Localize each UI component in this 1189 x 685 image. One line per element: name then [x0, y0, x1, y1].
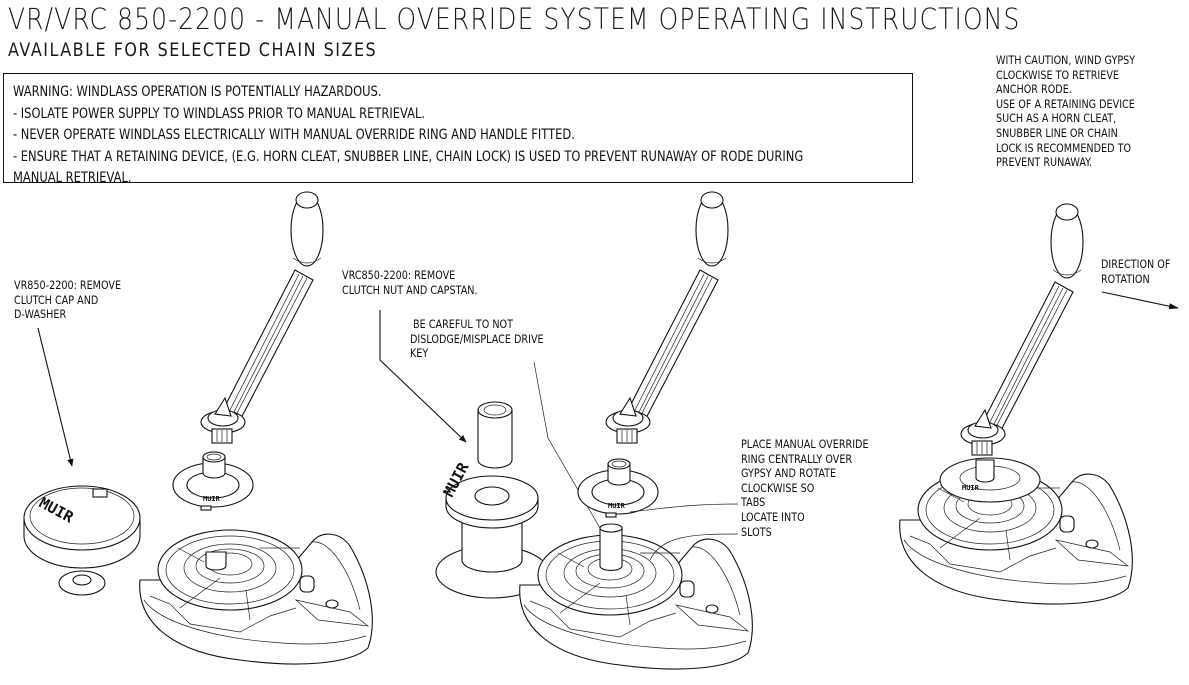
- windlass-base: [519, 534, 753, 670]
- warning-item: - ENSURE THAT A RETAINING DEVICE, (E.G. …: [13, 148, 804, 165]
- note-line: LOCATE INTO: [741, 510, 805, 524]
- windlass-base: [139, 529, 373, 665]
- note-line: CLUTCH CAP AND: [14, 293, 99, 307]
- tabs-leader: [629, 503, 739, 513]
- note-line: CLOCKWISE TO RETRIEVE: [996, 68, 1120, 82]
- note-line: SUCH AS A HORN CLEAT,: [996, 112, 1117, 126]
- note-line: PREVENT RUNAWAY.: [996, 156, 1093, 170]
- d-washer: [58, 570, 106, 596]
- step3-illustration: MUIR: [899, 203, 1179, 605]
- warning-text: WARNING: WINDLASS OPERATION IS POTENTIAL…: [13, 82, 803, 190]
- note-line: ANCHOR RODE.: [996, 83, 1072, 97]
- note-line: BE CAREFUL TO NOT: [410, 318, 514, 331]
- drive-key-leader: [533, 361, 609, 543]
- arrow-right-icon: [1101, 291, 1179, 310]
- drive-shaft: [205, 551, 227, 571]
- note-line: D-WASHER: [14, 308, 67, 322]
- page-subtitle: AVAILABLE FOR SELECTED CHAIN SIZES: [8, 39, 378, 61]
- tabs-label: TABS: [741, 496, 766, 510]
- page-title: VR/VRC 850-2200 - MANUAL OVERRIDE SYSTEM…: [8, 2, 1021, 36]
- warning-item: - NEVER OPERATE WINDLASS ELECTRICALLY WI…: [13, 127, 575, 143]
- note-line: RING CENTRALLY OVER: [741, 452, 853, 466]
- note-line: USE OF A RETAINING DEVICE: [996, 97, 1135, 111]
- note-line: VR850-2200: REMOVE: [14, 279, 122, 292]
- warning-item: - ISOLATE POWER SUPPLY TO WINDLASS PRIOR…: [13, 105, 426, 122]
- slots-leader: [649, 533, 739, 561]
- note-line: CLOCKWISE SO: [741, 481, 815, 495]
- crank-handle: [605, 191, 729, 444]
- crank-handle: [200, 191, 324, 444]
- note-line: DISLODGE/MISPLACE DRIVE: [410, 332, 544, 346]
- vr-step-note: VR850-2200: REMOVE CLUTCH CAP AND D-WASH…: [14, 279, 121, 323]
- warning-heading: WARNING: WINDLASS OPERATION IS POTENTIAL…: [13, 84, 382, 100]
- drive-key-note: BE CAREFUL TO NOT DISLODGE/MISPLACE DRIV…: [410, 318, 544, 362]
- note-line: KEY: [410, 347, 429, 361]
- rotation-note: DIRECTION OF ROTATION: [1101, 258, 1170, 287]
- clutch-nut: [477, 401, 513, 469]
- note-line: SNUBBER LINE OR CHAIN: [996, 126, 1118, 140]
- capstan: MUIR: [435, 459, 549, 599]
- override-ring: [577, 458, 659, 518]
- note-line: PLACE MANUAL OVERRIDE: [741, 438, 869, 451]
- step2-illustration: MUIR: [379, 191, 753, 670]
- override-ring: [172, 451, 254, 511]
- ring-placement-note: PLACE MANUAL OVERRIDE RING CENTRALLY OVE…: [741, 438, 869, 540]
- note-line: CLUTCH NUT AND CAPSTAN.: [342, 283, 478, 297]
- crank-handle: [960, 203, 1084, 456]
- note-line: LOCK IS RECOMMENDED TO: [996, 141, 1132, 155]
- step1-illustration: MUIR: [23, 191, 373, 665]
- note-line: VRC850-2200: REMOVE: [342, 269, 456, 282]
- leader-arrow: [379, 310, 467, 443]
- note-line: DIRECTION OF: [1101, 258, 1171, 271]
- note-line: GYPSY AND ROTATE: [741, 467, 837, 481]
- drive-shaft: [599, 527, 623, 571]
- leader-arrow: [37, 327, 74, 467]
- caution-note: WITH CAUTION, WIND GYPSY CLOCKWISE TO RE…: [996, 54, 1135, 171]
- warning-box: WARNING: WINDLASS OPERATION IS POTENTIAL…: [3, 73, 913, 186]
- slots-label: SLOTS: [741, 525, 772, 539]
- clutch-cap: MUIR: [23, 485, 141, 569]
- note-line: WITH CAUTION, WIND GYPSY: [996, 54, 1136, 67]
- svg-text:MUIR: MUIR: [962, 484, 980, 492]
- vrc-step-note: VRC850-2200: REMOVE CLUTCH NUT AND CAPST…: [342, 269, 478, 298]
- warning-item-continued: MANUAL RETRIEVAL.: [13, 170, 132, 186]
- note-line: ROTATION: [1101, 272, 1150, 286]
